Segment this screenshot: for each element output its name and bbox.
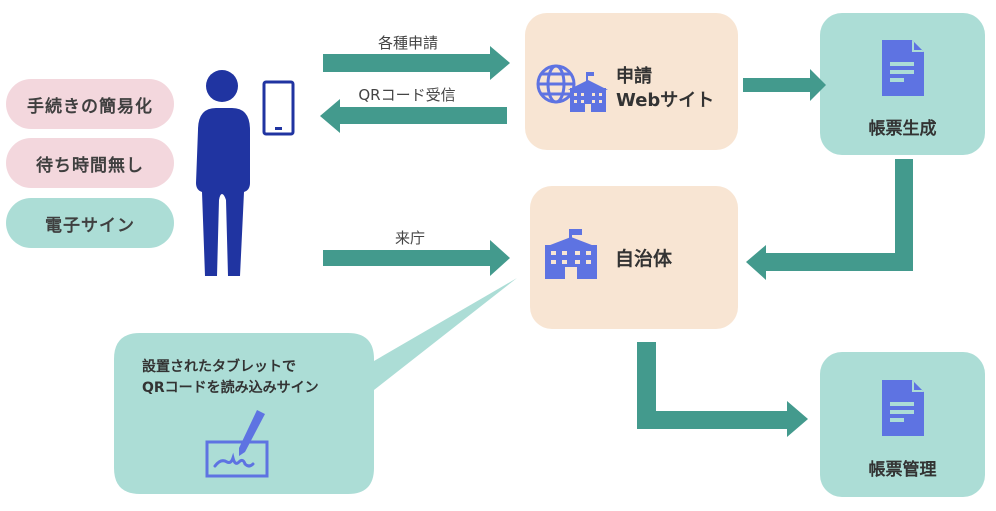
arrow-qr-label: QRコード受信 [358,86,456,104]
website-title-line1: 申請 [616,66,652,87]
arrow-visit [323,240,510,276]
benefit-pill-e-signature: 電子サイン [6,198,174,248]
tablet-icon [262,80,295,136]
document-icon [882,380,924,436]
form-generation-label: 帳票生成 [868,119,937,139]
building-icon [545,229,597,279]
arrow-apply-label: 各種申請 [377,34,438,52]
arrow-qr-receive [320,99,507,133]
signature-pen-icon [205,410,269,478]
benefit-label: 手続きの簡易化 [27,96,153,117]
form-management-label: 帳票管理 [868,460,937,480]
benefit-pill-no-waiting: 待ち時間無し [6,138,174,188]
document-icon [882,40,924,96]
arrow-to-form-management [637,342,808,437]
tablet-home-button [275,127,282,130]
callout-bubble [114,278,517,494]
arrow-to-municipality [746,159,913,280]
arrow-apply [323,46,510,80]
globe-building-icon [536,64,608,112]
municipality-label: 自治体 [615,248,673,270]
person-with-tablet-icon [196,70,295,276]
benefit-label: 電子サイン [45,215,135,236]
person-body [196,108,250,276]
benefit-label: 待ち時間無し [36,155,144,176]
callout-line1: 設置されたタブレットで [142,359,296,375]
person-head [206,70,238,102]
arrow-to-form-generation [743,69,826,101]
website-node [525,13,738,150]
callout-line2: QRコードを読み込みサイン [142,380,319,396]
callout-text: 設置されたタブレットで QRコードを読み込みサイン [142,357,319,399]
arrow-visit-label: 来庁 [394,229,425,247]
website-title-line2: Webサイト [616,90,715,111]
benefit-pill-simplified: 手続きの簡易化 [6,79,174,129]
